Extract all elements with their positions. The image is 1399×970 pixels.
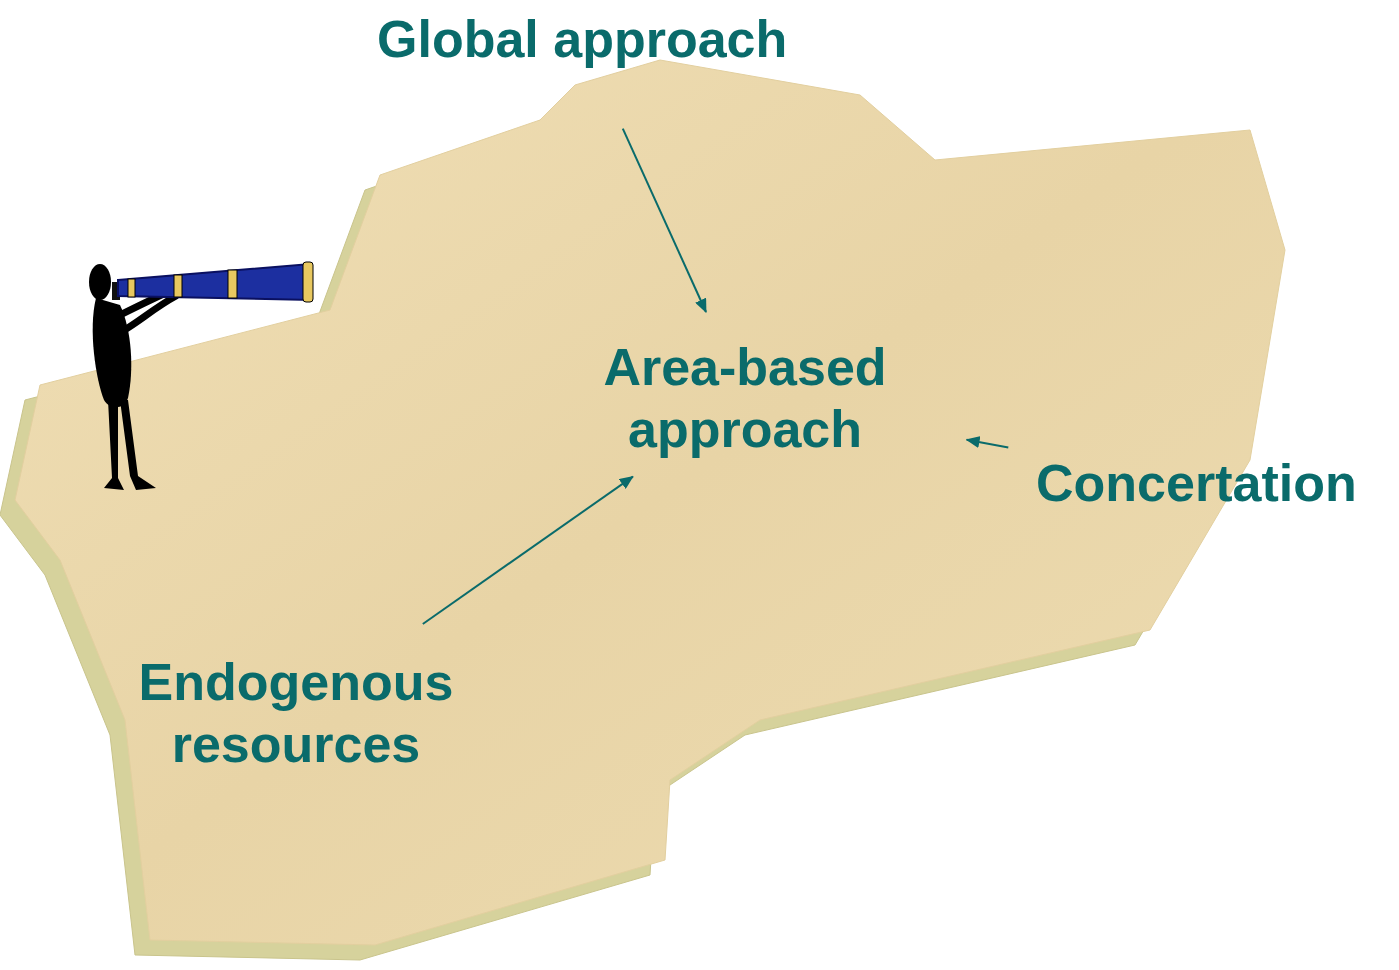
text-node: Endogenous resources [86,647,506,779]
text-node: Concertation [1028,448,1365,518]
text-node: Global approach [369,4,795,74]
node-text: Endogenous resources [94,651,498,775]
node-text: Concertation [1036,452,1357,514]
observer-figure [89,262,313,490]
text-node: Area-based approach [545,332,945,464]
arrow-connector [967,440,1009,448]
node-text: Area-based approach [553,336,937,460]
arrow-connector [623,129,706,312]
node-text: Global approach [377,8,787,70]
arrow-connector [423,477,633,624]
